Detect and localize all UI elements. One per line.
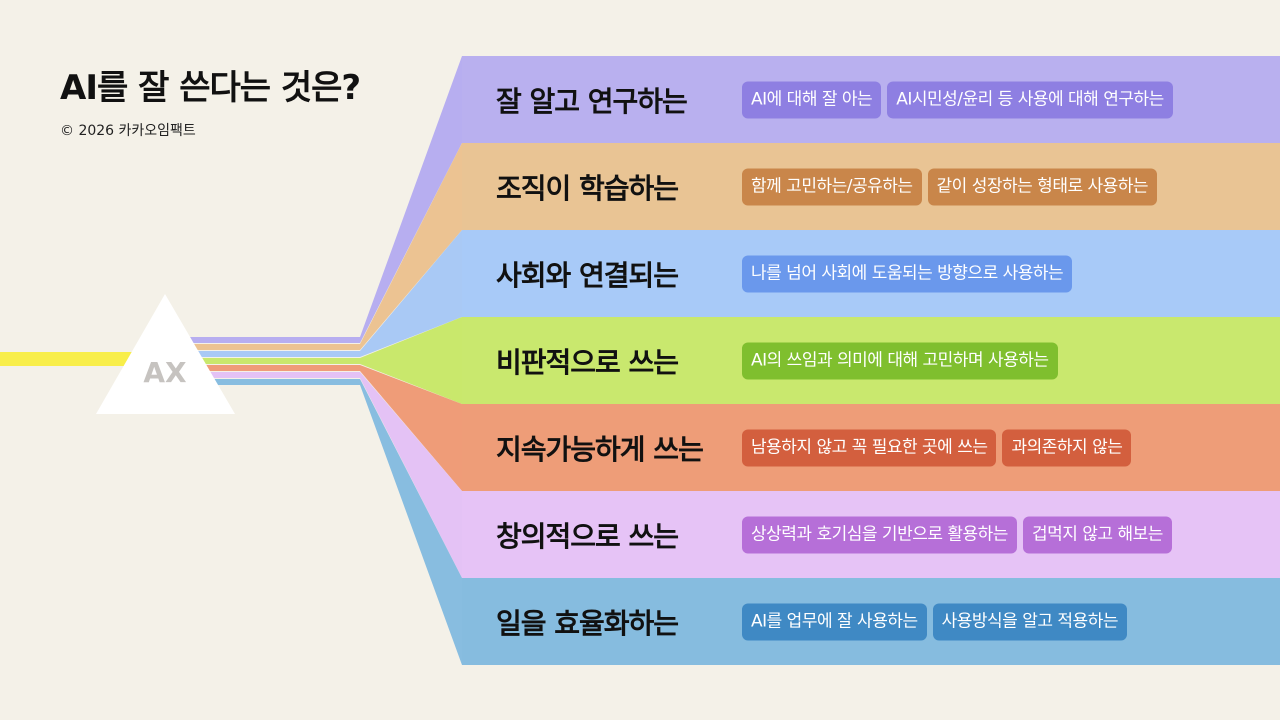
band-tags: AI의 쓰임과 의미에 대해 고민하며 사용하는 xyxy=(742,342,1058,379)
page-title: AI를 잘 쓴다는 것은? xyxy=(60,68,361,108)
input-light-beam xyxy=(0,352,150,366)
band-tag: AI시민성/윤리 등 사용에 대해 연구하는 xyxy=(887,81,1173,118)
copyright-text: © 2026 카카오임팩트 xyxy=(60,123,196,139)
spectrum-ray xyxy=(160,379,462,665)
spectrum-ray xyxy=(160,317,462,404)
band-tag: 함께 고민하는/공유하는 xyxy=(742,168,922,205)
prism-triangle xyxy=(96,294,235,414)
band-tags: 나를 넘어 사회에 도움되는 방향으로 사용하는 xyxy=(742,255,1073,292)
band-row: 사회와 연결되는 나를 넘어 사회에 도움되는 방향으로 사용하는 xyxy=(462,230,1280,317)
spectrum-ray xyxy=(160,372,462,578)
band-tag: 과의존하지 않는 xyxy=(1002,429,1132,466)
band-tag: 상상력과 호기심을 기반으로 활용하는 xyxy=(742,516,1017,553)
band-tag: AI에 대해 잘 아는 xyxy=(742,81,882,118)
spectrum-ray xyxy=(160,230,462,357)
band-tag: 남용하지 않고 꼭 필요한 곳에 쓰는 xyxy=(742,429,997,466)
band-tag: 같이 성장하는 형태로 사용하는 xyxy=(927,168,1158,205)
band-tag: AI를 업무에 잘 사용하는 xyxy=(742,603,927,640)
band-tag: 나를 넘어 사회에 도움되는 방향으로 사용하는 xyxy=(742,255,1073,292)
band-title: 조직이 학습하는 xyxy=(496,171,679,205)
band-title: 비판적으로 쓰는 xyxy=(496,345,679,379)
band-tag: AI의 쓰임과 의미에 대해 고민하며 사용하는 xyxy=(742,342,1058,379)
spectrum-ray xyxy=(160,56,462,343)
band-title: 지속가능하게 쓰는 xyxy=(496,432,704,466)
band-row: 비판적으로 쓰는 AI의 쓰임과 의미에 대해 고민하며 사용하는 xyxy=(462,317,1280,404)
band-tag: 사용방식을 알고 적용하는 xyxy=(932,603,1127,640)
band-title: 일을 효율화하는 xyxy=(496,606,679,640)
band-tag: 겁먹지 않고 해보는 xyxy=(1022,516,1172,553)
spectrum-ray xyxy=(160,143,462,350)
spectrum-rays xyxy=(160,56,462,665)
spectrum-ray xyxy=(160,365,462,491)
band-title: 창의적으로 쓰는 xyxy=(496,519,679,553)
band-title: 잘 알고 연구하는 xyxy=(496,84,688,118)
band-title: 사회와 연결되는 xyxy=(496,258,679,292)
prism-label: AX xyxy=(143,356,187,389)
